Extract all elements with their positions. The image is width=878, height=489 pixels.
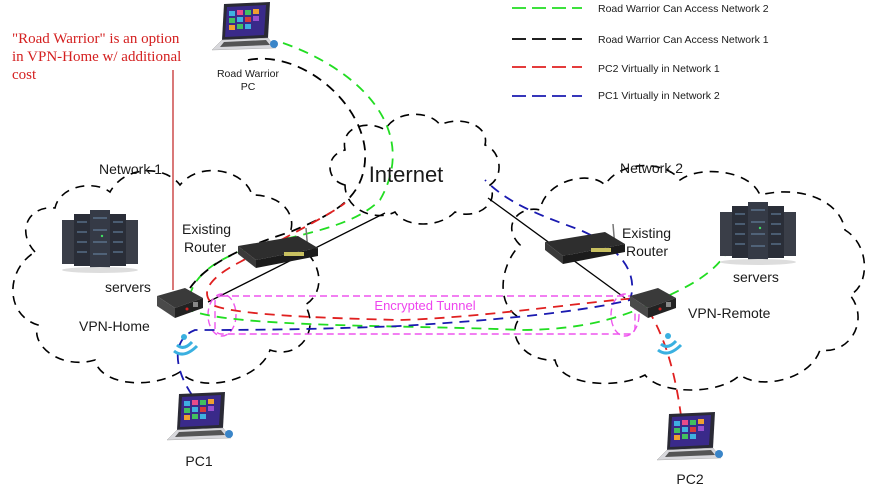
vpn-home-device-icon[interactable] [157,288,203,318]
road-warrior-laptop-icon[interactable] [211,1,279,51]
annotation-line-2: in VPN-Home w/ additional [12,49,181,65]
internet-label: Internet [369,162,444,187]
servers2-label: servers [733,269,779,285]
router2-icon[interactable] [544,223,626,265]
router2-label-1: Existing [622,225,671,241]
router1-label-2: Router [184,239,226,255]
router2-label-2: Router [626,243,668,259]
path-road-warrior-network2 [188,42,726,331]
legend-item: Road Warrior Can Access Network 1 [512,34,769,46]
wifi-remote-icon [656,331,683,355]
legend-label: PC2 Virtually in Network 1 [598,63,720,75]
annotation-line-3: cost [12,67,37,83]
road-warrior-label-2: PC [241,81,256,93]
path-pc2-network1 [206,202,686,451]
vpn-remote-label: VPN-Remote [688,305,771,321]
internet-cloud [329,113,500,225]
wifi-home-icon [172,332,199,356]
tunnel-end-remote [610,293,640,337]
router1-label-1: Existing [182,221,231,237]
legend-label: Road Warrior Can Access Network 2 [598,3,769,15]
pc1-label: PC1 [185,453,212,469]
legend-item: Road Warrior Can Access Network 2 [512,3,769,15]
legend-label: Road Warrior Can Access Network 1 [598,34,769,46]
annotation-line-1: "Road Warrior" is an option [12,31,180,47]
path-road-warrior-network1 [189,57,366,289]
legend-item: PC1 Virtually in Network 2 [512,90,720,102]
path-pc1-network2 [176,179,634,396]
network2-label: Network 2 [620,160,683,176]
road-warrior-label-1: Road Warrior [217,68,280,80]
pc2-label: PC2 [676,471,703,487]
legend: Road Warrior Can Access Network 2 Road W… [512,3,769,102]
network1-label: Network 1 [99,161,162,177]
network1-cloud [12,169,320,384]
encrypted-tunnel [214,295,636,335]
legend-label: PC1 Virtually in Network 2 [598,90,720,102]
tunnel-label: Encrypted Tunnel [374,298,475,313]
router1-icon[interactable] [237,227,319,269]
servers2-icon [719,201,797,266]
network2-cloud [502,164,866,391]
pc2-laptop-icon[interactable] [656,411,724,461]
legend-item: PC2 Virtually in Network 1 [512,63,720,75]
servers1-icon [61,209,139,274]
vpn-remote-device-icon[interactable] [630,288,676,318]
servers1-label: servers [105,279,151,295]
pc1-laptop-icon[interactable] [166,391,234,441]
vpn-home-label: VPN-Home [79,318,150,334]
